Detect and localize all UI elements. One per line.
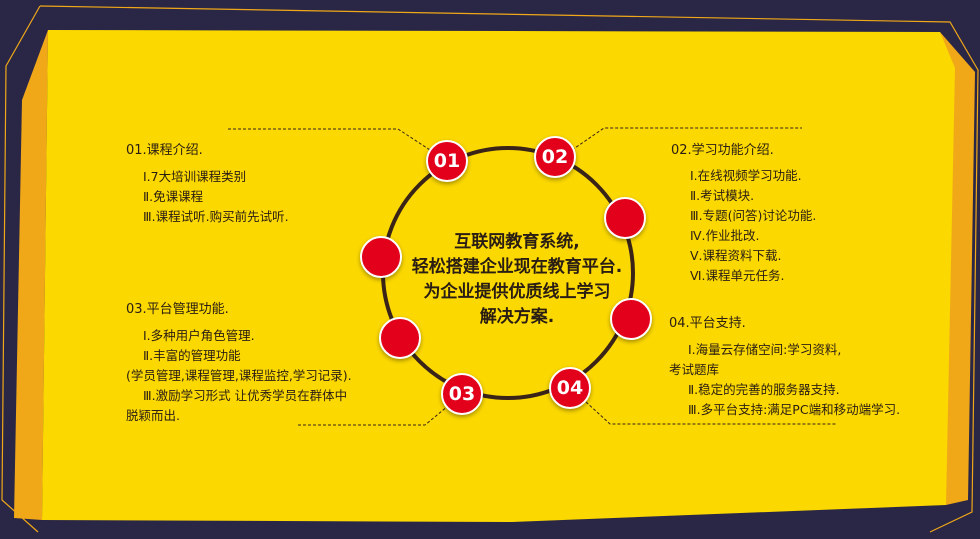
section02-item-5: Ⅴ.课程资料下载. bbox=[690, 248, 782, 263]
section04-item-4: Ⅲ.多平台支持:满足PC端和移动端学习. bbox=[688, 402, 901, 417]
connector-01 bbox=[228, 128, 431, 151]
center-line-1: 互联网教育系统, bbox=[454, 232, 580, 252]
center-line-3: 为企业提供优质线上学习 bbox=[423, 282, 611, 302]
section03-item-5: 脱颖而出. bbox=[126, 408, 180, 423]
center-line-2: 轻松搭建企业现在教育平台. bbox=[411, 257, 623, 277]
badge-03: 03 bbox=[441, 373, 483, 415]
section02-item-1: Ⅰ.在线视频学习功能. bbox=[690, 168, 802, 183]
section03-item-3: (学员管理,课程管理,课程监控,学习记录). bbox=[126, 368, 352, 383]
section02-item-3: Ⅲ.专题(问答)讨论功能. bbox=[690, 208, 817, 223]
section02-item-6: Ⅵ.课程单元任务. bbox=[690, 268, 785, 283]
panel-left-shadow bbox=[14, 30, 48, 520]
connector-04 bbox=[585, 401, 836, 425]
outline-left bbox=[1, 5, 41, 533]
ring-dot-right-upper bbox=[604, 197, 646, 239]
ring-dot-right-lower bbox=[610, 298, 652, 340]
center-line-4: 解决方案. bbox=[479, 307, 555, 327]
section03-title: 03.平台管理功能. bbox=[126, 302, 229, 317]
connector-03 bbox=[298, 405, 449, 426]
yellow-panel bbox=[42, 30, 955, 522]
section01-item-2: Ⅱ.免课课程 bbox=[143, 189, 204, 204]
section02-title: 02.学习功能介绍. bbox=[671, 143, 774, 158]
connector-02 bbox=[571, 127, 802, 151]
section03-item-4: Ⅲ.激励学习形式 让优秀学员在群体中 bbox=[143, 388, 348, 403]
badge-01: 01 bbox=[426, 140, 468, 182]
section01-item-1: Ⅰ.7大培训课程类别 bbox=[143, 169, 247, 184]
ring-dot-left-upper bbox=[360, 236, 402, 278]
section01-item-3: Ⅲ.课程试听.购买前先试听. bbox=[143, 209, 289, 224]
badge-04: 04 bbox=[549, 367, 591, 409]
section04-item-2: 考试题库 bbox=[669, 362, 720, 377]
center-slogan: 互联网教育系统, 轻松搭建企业现在教育平台. 为企业提供优质线上学习 解决方案. bbox=[372, 230, 662, 330]
section02-item-4: Ⅳ.作业批改. bbox=[690, 228, 760, 243]
section03-item-2: Ⅱ.丰富的管理功能 bbox=[143, 348, 241, 363]
outline-right bbox=[39, 5, 979, 533]
section01-title: 01.课程介绍. bbox=[126, 143, 203, 158]
section03-item-1: Ⅰ.多种用户角色管理. bbox=[143, 328, 255, 343]
section04-title: 04.平台支持. bbox=[669, 316, 746, 331]
ring-dot-left-lower bbox=[379, 317, 421, 359]
section02-item-2: Ⅱ.考试模块. bbox=[690, 188, 755, 203]
section04-item-3: Ⅱ.稳定的完善的服务器支持. bbox=[688, 382, 840, 397]
section04-item-1: Ⅰ.海量云存储空间:学习资料, bbox=[688, 342, 842, 357]
badge-02: 02 bbox=[534, 136, 576, 178]
